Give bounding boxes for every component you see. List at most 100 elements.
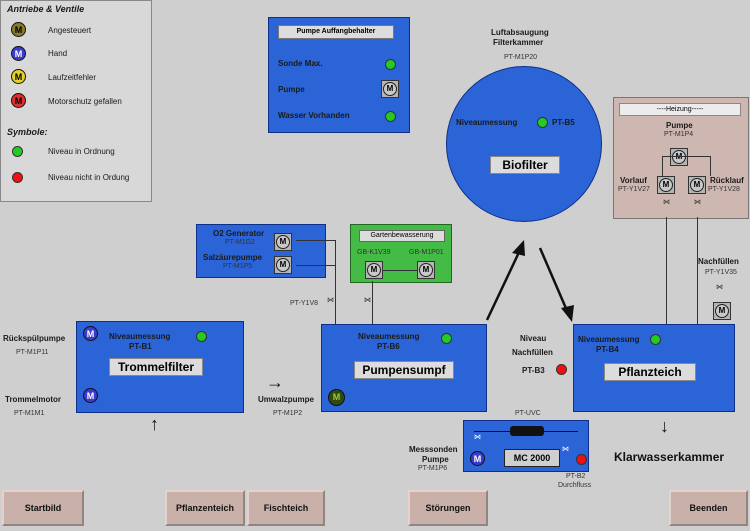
drum-level-green-dot-icon — [196, 331, 207, 342]
flow-label: Durchfluss — [558, 482, 592, 489]
green-dot-icon — [12, 146, 23, 157]
garden-valve-motor-icon[interactable]: M — [365, 261, 383, 279]
pump-tank-title-box: Pumpe Auffangbehalter — [278, 25, 394, 39]
o2-generator-label: O2 Generator — [213, 229, 265, 238]
garden-pipe-down — [372, 281, 373, 324]
garden-valve-tag: GB-K1V39 — [357, 249, 391, 256]
legend-label-level-ok: Niveau in Ordnung — [48, 147, 115, 156]
refill-tag: PT-Y1V35 — [705, 269, 737, 276]
pump-tank-panel: Pumpe Auffangbehalter Sonde Max. Pumpe M… — [268, 17, 410, 133]
start-screen-button[interactable]: Startbild — [2, 490, 84, 526]
probe-valve-1-icon: ⋈ — [474, 434, 481, 441]
air-intake-title-2: Filterkammer — [493, 38, 544, 47]
heating-supply-label: Vorlauf — [620, 176, 647, 185]
legend-label-manual: Hand — [48, 49, 68, 58]
quit-button[interactable]: Beenden — [669, 490, 748, 526]
flow-tag: PT-B2 — [566, 473, 586, 480]
backwash-pump-tag: PT-M1P11 — [16, 349, 49, 356]
drum-motor-icon[interactable]: M — [83, 388, 98, 403]
heating-pump-motor-icon[interactable]: M — [670, 148, 688, 166]
plant-level-label: Niveaumessung — [578, 335, 640, 344]
biofilter-label: Biofilter — [490, 156, 560, 174]
probe-pipe-top — [474, 431, 578, 432]
garden-valve-icon: ⋈ — [364, 297, 371, 304]
plant-pond-button[interactable]: Pflanzenteich — [165, 490, 245, 526]
garden-title-box: Gartenbewasserung — [359, 230, 445, 242]
refill-label: Nachfüllen — [698, 257, 739, 266]
legend-label-controlled: Angesteuert — [48, 26, 92, 35]
mc2000-controller: MC 2000 — [504, 449, 560, 467]
circulation-pump-motor-icon[interactable]: M — [328, 389, 345, 406]
drum-level-tag: PT-B1 — [129, 342, 152, 351]
o2-valve-icon: ⋈ — [327, 297, 334, 304]
probe-valve-2-icon: ⋈ — [562, 446, 569, 453]
o2-pipe-h2 — [296, 265, 336, 266]
red-dot-icon — [12, 172, 23, 183]
sump-level-tag: PT-B6 — [377, 342, 400, 351]
heating-return-valve-icon: ⋈ — [694, 199, 701, 206]
clear-water-label: Klarwasserkammer — [614, 450, 725, 464]
drum-motor-label: Trommelmotor — [5, 395, 62, 404]
probe-pump-tag: PT-M1P6 — [418, 465, 448, 472]
legend-panel: Antriebe & Ventile M Angesteuert M Hand … — [0, 0, 152, 202]
biofilter-level-tag: PT-B5 — [552, 118, 575, 127]
heating-pipe-down-2 — [697, 217, 698, 327]
probe-pump-motor-icon[interactable]: M — [470, 451, 485, 466]
flow-red-dot-icon — [576, 454, 587, 465]
circulation-pump-label: Umwalzpumpe — [258, 395, 315, 404]
acid-pump-label: Salzäurepumpe — [203, 253, 263, 262]
drum-motor-tag: PT-M1M1 — [14, 410, 45, 417]
probe-panel: M MC 2000 ⋈ ⋈ — [463, 420, 589, 472]
legend-title-drives: Antriebe & Ventile — [7, 4, 85, 14]
motor-blue-icon: M — [11, 46, 26, 61]
niveau-refill-label: Nachfüllen — [512, 348, 553, 357]
heating-pipe-left — [662, 156, 663, 176]
heating-return-valve-motor-icon[interactable]: M — [688, 176, 706, 194]
pump-tank-water-present: Wasser Vorhanden — [278, 111, 350, 120]
plant-level-tag: PT-B4 — [596, 345, 619, 354]
outflow-arrow-down: ↓ — [660, 416, 669, 436]
heating-panel: ----Heizung----- Pumpe PT-M1P4 M Vorlauf… — [613, 97, 749, 219]
o2-pipe-v — [335, 240, 336, 324]
flow-arrow-right: → — [266, 372, 284, 392]
tank-pump-motor-icon[interactable]: M — [381, 80, 399, 98]
heating-return-label: Rücklauf — [710, 176, 744, 185]
air-intake-tag: PT-M1P20 — [504, 54, 538, 61]
legend-label-motor-protection: Motorschutz gefallen — [48, 97, 122, 106]
garden-pump-motor-icon[interactable]: M — [417, 261, 435, 279]
legend-label-level-not-ok: Niveau nicht in Ordung — [48, 173, 130, 182]
o2-panel: O2 Generator PT-M1G2 M Salzäurepumpe PT-… — [196, 224, 326, 278]
heating-supply-valve-icon: ⋈ — [663, 199, 670, 206]
faults-button[interactable]: Störungen — [408, 490, 488, 526]
drum-filter-label: Trommelfilter — [109, 358, 203, 376]
pump-tank-pump-label: Pumpe — [278, 85, 305, 94]
biofilter-circle — [446, 66, 602, 222]
inflow-arrow-up: ↑ — [150, 414, 159, 434]
refill-valve-motor-icon[interactable]: M — [713, 302, 731, 320]
o2-generator-motor-icon[interactable]: M — [274, 233, 292, 251]
legend-label-runtime-error: Laufzeitfehler — [48, 73, 97, 82]
refill-valve-icon: ⋈ — [716, 284, 723, 291]
garden-pump-tag: GB-M1P01 — [409, 249, 444, 256]
niveau-tag: PT-B3 — [522, 366, 545, 375]
sump-panel: Niveaumessung PT-B6 Pumpensumpf M — [321, 324, 487, 412]
backwash-pump-motor-icon[interactable]: M — [83, 326, 98, 341]
heating-pipe-right — [710, 156, 711, 176]
sump-level-green-dot-icon — [441, 333, 452, 344]
o2-pipe-h1 — [296, 240, 336, 241]
acid-pump-motor-icon[interactable]: M — [274, 256, 292, 274]
fish-pond-button[interactable]: Fischteich — [247, 490, 325, 526]
heating-pipe-top — [662, 156, 710, 157]
o2-valve-tag: PT-Y1V8 — [290, 300, 319, 307]
sump-level-label: Niveaumessung — [358, 332, 420, 341]
heating-supply-valve-motor-icon[interactable]: M — [657, 176, 675, 194]
heating-return-tag: PT-Y1V28 — [708, 186, 740, 193]
motor-yellow-icon: M — [11, 69, 26, 84]
acid-pump-tag: PT-M1P5 — [223, 263, 253, 270]
backwash-pump-label: Rückspülpumpe — [3, 334, 66, 343]
niveau-label: Niveau — [520, 334, 547, 343]
plant-level-green-dot-icon — [650, 334, 661, 345]
motor-red-icon: M — [11, 93, 26, 108]
garden-panel: Gartenbewasserung GB-K1V39 GB-M1P01 M M — [350, 224, 452, 283]
